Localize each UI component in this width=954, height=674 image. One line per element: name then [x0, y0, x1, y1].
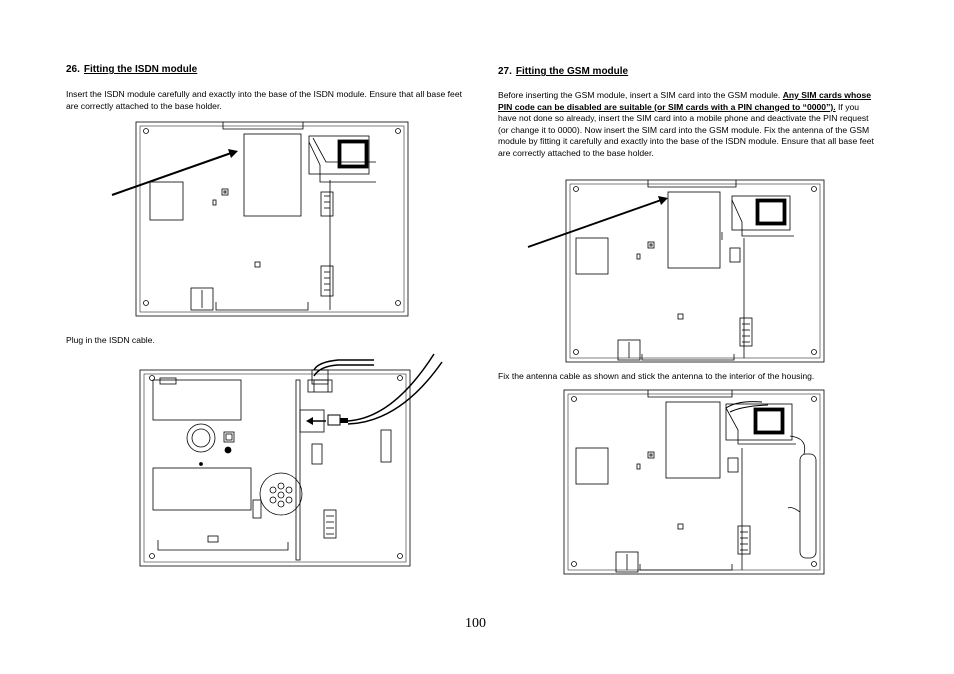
section-number: 26.: [66, 64, 80, 75]
gsm-intro-emphasis: Any SIM cards whose PIN code can be disa…: [498, 90, 872, 112]
gsm-intro-pre: Before inserting the GSM module, insert …: [498, 90, 783, 100]
gsm-intro-post: If you have not done so already, insert …: [498, 101, 874, 158]
section-27-heading: 27.Fitting the GSM module: [498, 66, 628, 77]
section-number: 27.: [498, 66, 512, 77]
isdn-intro-text: Insert the ISDN module carefully and exa…: [66, 89, 463, 111]
antenna-caption: Fix the antenna cable as shown and stick…: [498, 371, 815, 381]
section-26-heading: 26.Fitting the ISDN module: [66, 64, 197, 75]
isdn-cable-figure: [139, 353, 443, 567]
isdn-cable-caption: Plug in the ISDN cable.: [66, 335, 155, 345]
gsm-intro-text: Before inserting the GSM module, insert …: [498, 90, 878, 160]
section-title: Fitting the GSM module: [515, 66, 629, 77]
isdn-module-figure: [111, 121, 409, 317]
page-number: 100: [465, 616, 486, 631]
gsm-module-figure: [527, 179, 825, 363]
section-title: Fitting the ISDN module: [83, 64, 198, 75]
gsm-antenna-figure: [563, 389, 825, 575]
